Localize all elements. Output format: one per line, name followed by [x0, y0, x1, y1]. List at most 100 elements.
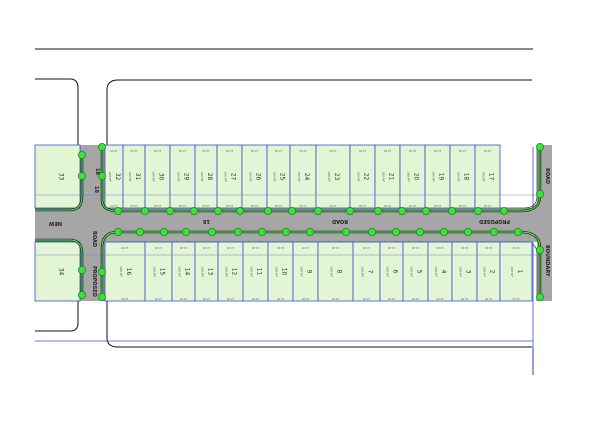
- node-marker-18: [345, 206, 354, 215]
- lot-number: 27: [230, 173, 237, 181]
- lot-parcel: [34, 241, 81, 302]
- lot-number: 2: [489, 270, 496, 274]
- lot-number: 26: [255, 173, 262, 181]
- node-marker-38: [391, 227, 400, 236]
- lot-parcel: [169, 144, 196, 209]
- road-width-west: 18: [93, 186, 99, 193]
- lot-area: 180 M²: [357, 171, 361, 182]
- node-marker-3: [78, 265, 87, 274]
- main-road: [35, 208, 540, 242]
- lot-parcel: [104, 241, 146, 302]
- lot-number: 21: [388, 173, 395, 181]
- road-label-proposed-right: PROPOSED: [479, 218, 510, 224]
- lot-frontage-dim: 12.00: [202, 149, 210, 153]
- lot-parcel: [352, 241, 381, 302]
- node-marker-44: [536, 245, 545, 254]
- node-marker-42: [489, 227, 498, 236]
- lot-frontage-dim: 12.00: [251, 246, 259, 250]
- lot-frontage-dim: 12.00: [274, 149, 282, 153]
- lot-frontage-dim: 12.00: [484, 246, 492, 250]
- lot-number: 30: [158, 173, 165, 181]
- lot-number: 9: [306, 270, 313, 274]
- lot-area: 180 M²: [330, 266, 334, 277]
- lot-frontage-dim: 12.00: [178, 149, 186, 153]
- lot-number: 33: [58, 173, 65, 181]
- lot-frontage-dim: 12.00: [411, 246, 419, 250]
- node-marker-37: [367, 227, 376, 236]
- node-marker-8: [98, 292, 107, 301]
- lot-frontage-dim: 12.00: [121, 246, 129, 250]
- node-marker-24: [499, 206, 508, 215]
- lot-number: 28: [206, 173, 213, 181]
- lot-frontage-dim: 12.00: [362, 246, 370, 250]
- lot-rear-dim: 12.00: [460, 297, 468, 301]
- node-marker-17: [313, 206, 322, 215]
- lot-area: 180 M²: [224, 171, 228, 182]
- lot-frontage-dim: 12.00: [301, 246, 309, 250]
- lot-area: 180 M²: [249, 171, 253, 182]
- lot-rear-dim: 12.00: [329, 204, 337, 208]
- node-marker-5: [98, 142, 107, 151]
- node-marker-35: [305, 227, 314, 236]
- lot-rear-dim: 12.00: [274, 204, 282, 208]
- lot-area: 180 M²: [482, 171, 486, 182]
- node-marker-29: [159, 227, 168, 236]
- lot-frontage-dim: 12.00: [276, 246, 284, 250]
- lot-number: 19: [438, 173, 445, 181]
- lot-rear-dim: 12.00: [110, 204, 118, 208]
- lot-rear-dim: 12.00: [483, 204, 491, 208]
- node-marker-10: [140, 206, 149, 215]
- road-label-boundary: BOUNDARY: [544, 245, 550, 277]
- lot-parcel: [474, 144, 501, 209]
- lot-number: 18: [463, 173, 470, 181]
- node-marker-33: [257, 227, 266, 236]
- lot-area: 180 M²: [275, 266, 279, 277]
- lot-rear-dim: 12.00: [179, 297, 187, 301]
- lot-parcel: [194, 241, 219, 302]
- lot-frontage-dim: 12.00: [225, 149, 233, 153]
- node-marker-36: [341, 227, 350, 236]
- lot-number: 22: [363, 173, 370, 181]
- lot-area: 180 M²: [152, 171, 156, 182]
- lot-number: 4: [440, 270, 447, 274]
- lot-rear-dim: 12.00: [358, 204, 366, 208]
- node-marker-23: [473, 206, 482, 215]
- lot-number: 29: [183, 173, 190, 181]
- lot-parcel: [241, 144, 268, 209]
- lot-rear-dim: 12.00: [250, 204, 258, 208]
- lot-frontage-dim: 12.00: [483, 149, 491, 153]
- lot-rear-dim: 12.00: [383, 204, 391, 208]
- lot-number: 14: [184, 268, 191, 276]
- lot-area: 180 M²: [361, 266, 365, 277]
- lot-frontage-dim: 12.00: [154, 246, 162, 250]
- node-marker-25: [536, 189, 545, 198]
- road-label-road-east: ROAD: [544, 168, 550, 184]
- lot-area: 180 M²: [434, 266, 438, 277]
- lot-parcel: [34, 144, 81, 209]
- node-marker-34: [281, 227, 290, 236]
- lot-rear-dim: 12.00: [153, 204, 161, 208]
- lot-parcel: [242, 241, 269, 302]
- lot-number: 25: [279, 173, 286, 181]
- lot-parcel: [449, 144, 476, 209]
- lot-frontage-dim: 12.00: [250, 149, 258, 153]
